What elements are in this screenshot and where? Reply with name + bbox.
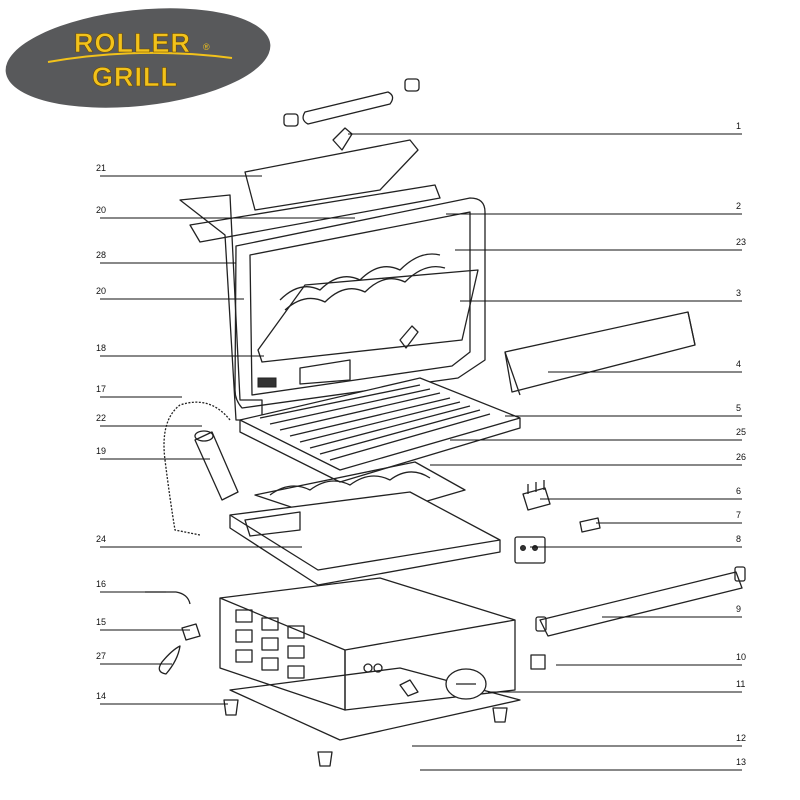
part-upper-lid	[179, 194, 486, 421]
callout-number: 19	[96, 446, 106, 456]
callout-left-20: 20	[96, 205, 355, 219]
callout-right-10: 10	[556, 652, 746, 666]
callout-left-14: 14	[96, 691, 228, 705]
callout-right-13: 13	[420, 757, 746, 771]
logo-oval	[5, 8, 271, 108]
callout-left-19: 19	[96, 446, 210, 460]
callout-right-1: 1	[348, 121, 742, 135]
part-side-bar	[504, 311, 696, 396]
callout-number: 16	[96, 579, 106, 589]
callout-number: 4	[736, 359, 741, 369]
callout-right-26: 26	[430, 452, 746, 466]
callout-number: 26	[736, 452, 746, 462]
callout-left-27: 27	[96, 651, 172, 665]
callout-number: 6	[736, 486, 741, 496]
callout-left-21: 21	[96, 163, 262, 177]
callout-number: 22	[96, 413, 106, 423]
part-heating-tube	[194, 430, 239, 501]
callout-number: 20	[96, 286, 106, 296]
callout-right-8: 8	[530, 534, 742, 548]
callout-number: 21	[96, 163, 106, 173]
callout-right-9: 9	[602, 604, 742, 618]
callout-number: 9	[736, 604, 741, 614]
callout-right-12: 12	[412, 733, 746, 747]
part-lower-side-bar	[535, 566, 746, 637]
part-top-handle	[189, 139, 441, 243]
callout-number: 5	[736, 403, 741, 413]
logo-registered-mark: ®	[203, 42, 210, 52]
callout-right-5: 5	[505, 403, 742, 417]
callout-number: 18	[96, 343, 106, 353]
callout-right-25: 25	[450, 427, 746, 441]
callout-left-16: 16	[96, 579, 166, 593]
callout-right-11: 11	[488, 679, 745, 693]
callout-right-4: 4	[548, 359, 742, 373]
part-drip-tray	[229, 491, 501, 586]
callout-number: 28	[96, 250, 106, 260]
callout-number: 8	[736, 534, 741, 544]
callout-number: 1	[736, 121, 741, 131]
callout-left-22: 22	[96, 413, 202, 427]
callout-number: 13	[736, 757, 746, 767]
callout-right-7: 7	[596, 510, 742, 524]
callout-left-17: 17	[96, 384, 182, 398]
callout-number: 24	[96, 534, 106, 544]
callout-number: 25	[736, 427, 746, 437]
callout-number: 10	[736, 652, 746, 662]
callout-number: 17	[96, 384, 106, 394]
part-base-housing	[219, 577, 521, 741]
callout-right-2: 2	[446, 201, 742, 215]
callout-left-15: 15	[96, 617, 190, 631]
callout-right-6: 6	[540, 486, 742, 500]
logo-line2: GRILL	[92, 62, 178, 92]
callout-number: 11	[736, 679, 745, 689]
callout-number: 27	[96, 651, 106, 661]
logo-line1: ROLLER	[74, 28, 191, 58]
callout-left-28: 28	[96, 250, 236, 264]
callout-number: 12	[736, 733, 746, 743]
callout-number: 23	[736, 237, 746, 247]
callout-number: 3	[736, 288, 741, 298]
callout-right-23: 23	[455, 237, 746, 251]
base-vent-slots	[235, 609, 305, 679]
callout-number: 2	[736, 201, 741, 211]
part-small-components	[145, 480, 601, 700]
logo-swoosh	[47, 51, 233, 63]
callout-left-18: 18	[96, 343, 264, 357]
callout-number: 14	[96, 691, 106, 701]
roller-grill-logo: ROLLER GRILL ®	[5, 8, 271, 108]
callout-number: 7	[736, 510, 741, 520]
part-top-rod	[283, 78, 420, 151]
callout-labels: 2120282018172219241615271412233452526678…	[96, 121, 746, 771]
callout-right-3: 3	[460, 288, 742, 302]
part-lower-grill-plate	[239, 377, 521, 483]
callout-left-20: 20	[96, 286, 244, 300]
callout-left-24: 24	[96, 534, 302, 548]
part-spring-hose	[163, 401, 231, 536]
callout-number: 15	[96, 617, 106, 627]
callout-number: 20	[96, 205, 106, 215]
part-feet	[223, 699, 508, 767]
